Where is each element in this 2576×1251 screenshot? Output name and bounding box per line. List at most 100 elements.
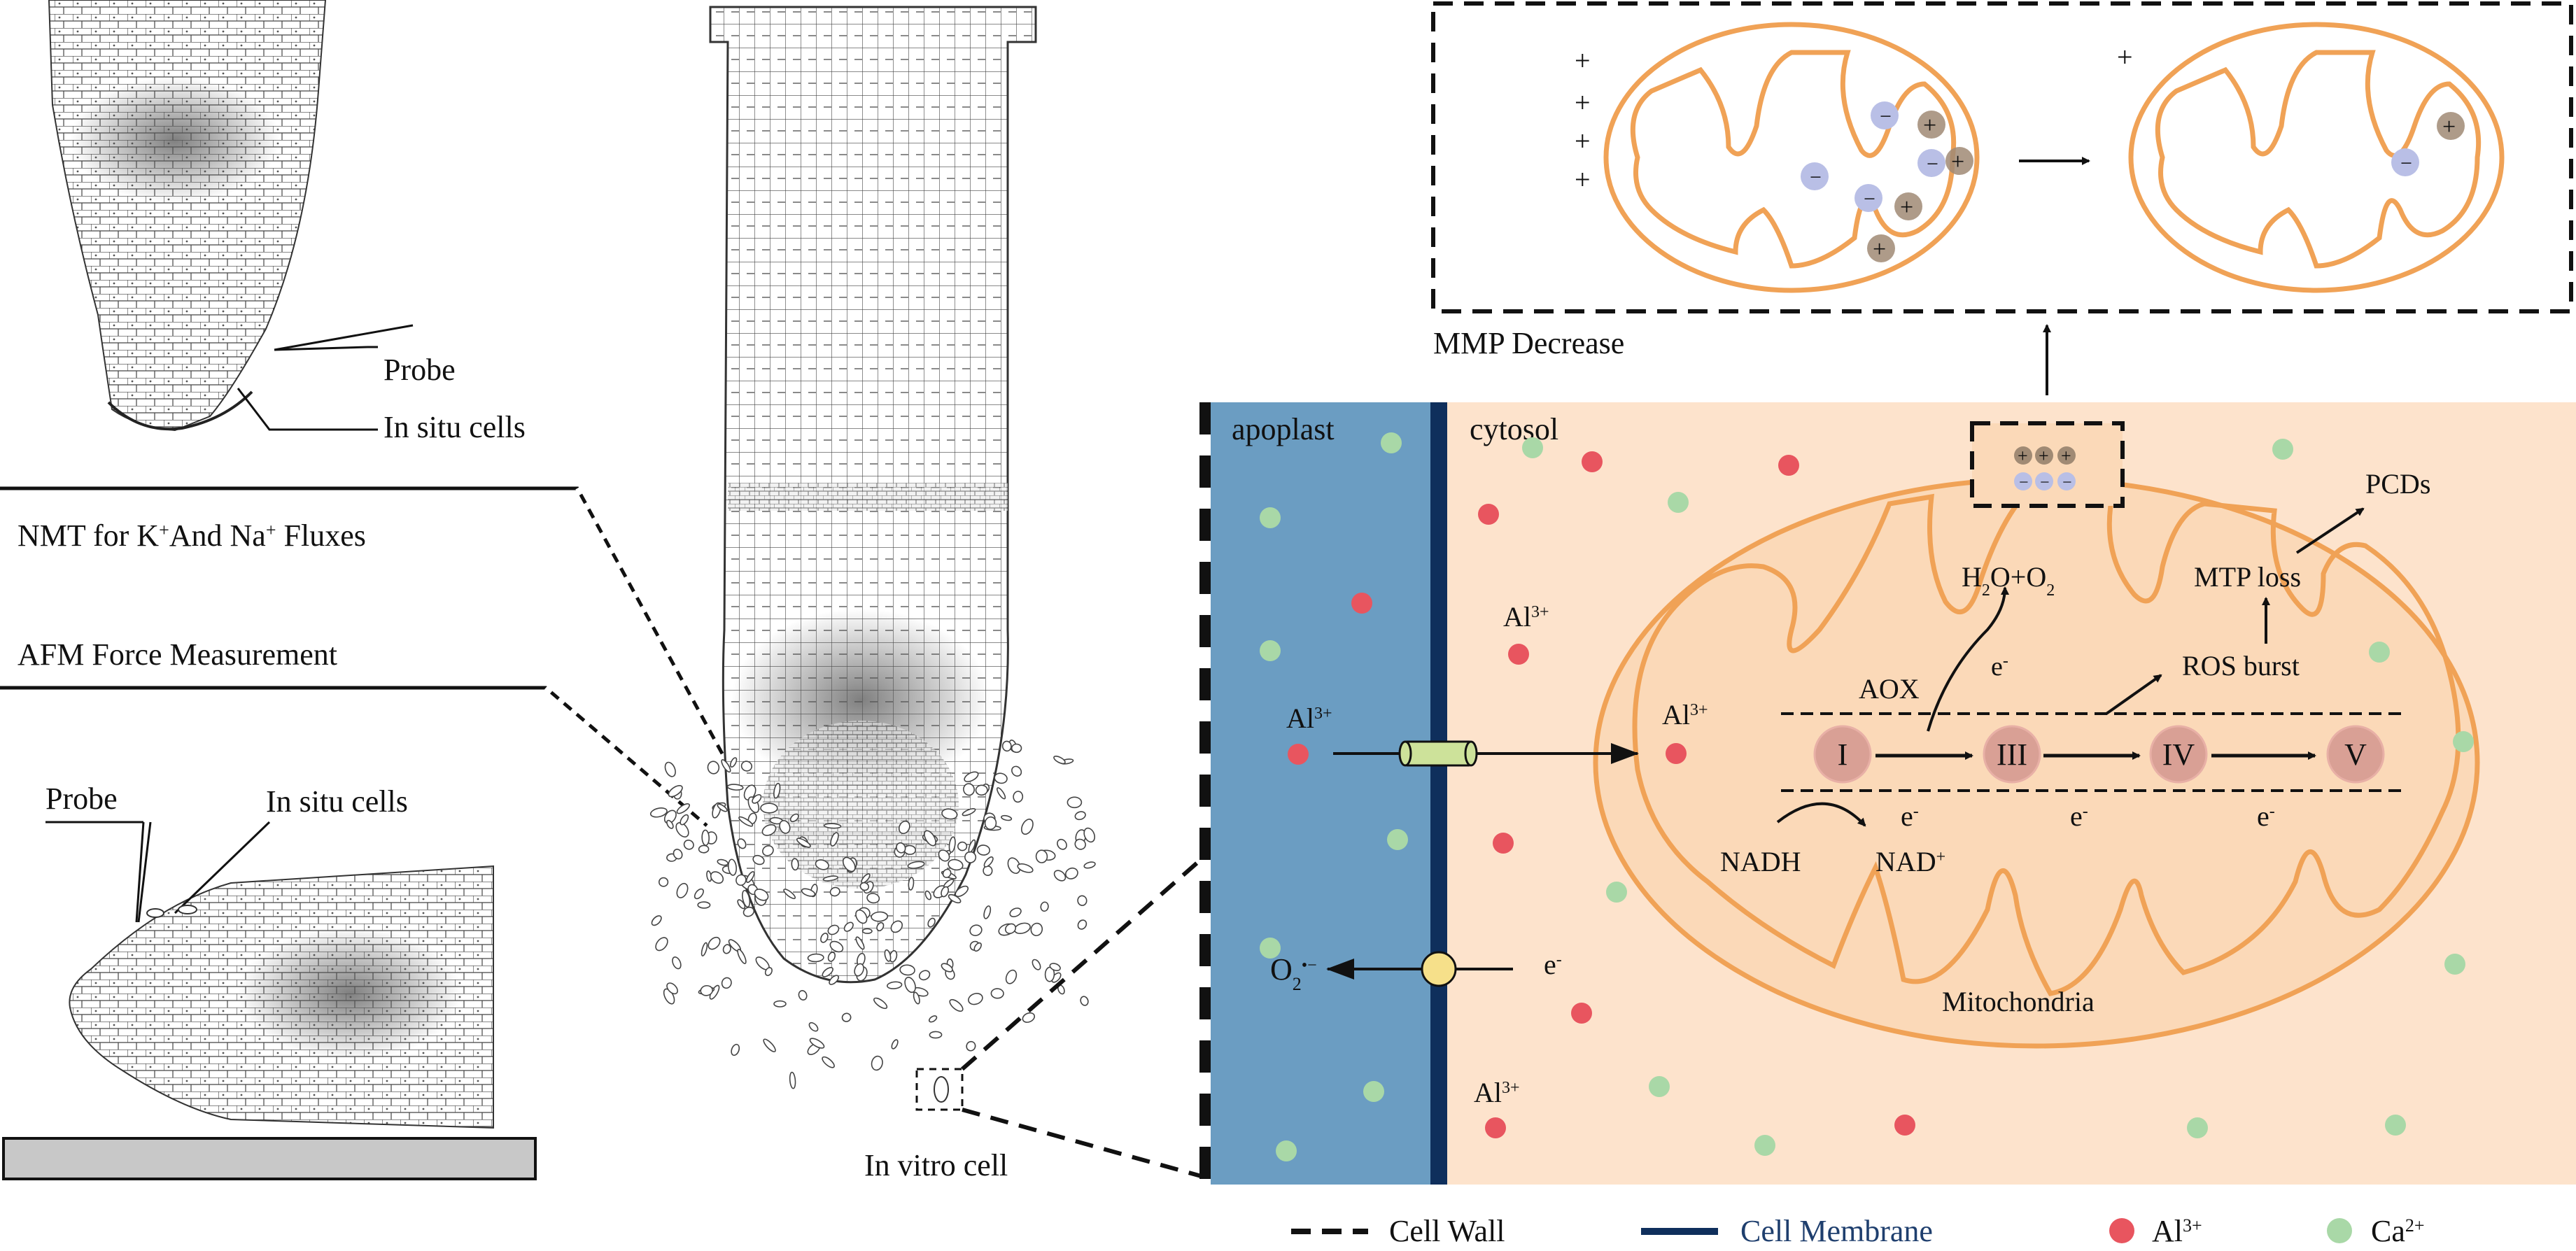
legend-cell-wall: Cell Wall bbox=[1291, 1214, 1505, 1248]
zoom-line-top bbox=[961, 855, 1205, 1071]
complex-III: III bbox=[1983, 725, 2041, 784]
border-cell bbox=[760, 803, 778, 814]
border-cell bbox=[907, 861, 925, 869]
al-ion-dot bbox=[1493, 833, 1514, 854]
apoplast-label: apoplast bbox=[1232, 412, 1335, 446]
border-cell bbox=[1083, 861, 1096, 869]
al-ion-dot bbox=[1351, 593, 1372, 614]
border-cell bbox=[736, 874, 747, 886]
border-cell bbox=[898, 820, 910, 835]
svg-text:−: − bbox=[2040, 474, 2050, 492]
border-cell bbox=[890, 920, 903, 933]
border-cell bbox=[683, 840, 694, 850]
svg-text:V: V bbox=[2344, 737, 2367, 772]
border-cell bbox=[873, 997, 888, 1010]
border-cell bbox=[859, 882, 870, 891]
border-cell bbox=[908, 877, 915, 891]
svg-text:+: + bbox=[1900, 195, 1913, 220]
border-cell bbox=[815, 859, 829, 870]
invitro-label: In vitro cell bbox=[864, 1148, 1008, 1182]
border-cell bbox=[975, 784, 988, 796]
border-cell bbox=[773, 1000, 787, 1008]
ca-ion-dot bbox=[2444, 954, 2465, 975]
border-cell bbox=[798, 990, 808, 1001]
border-cell bbox=[1083, 827, 1096, 843]
border-cell bbox=[871, 1055, 883, 1071]
top-root-tip-illustration bbox=[48, 0, 327, 432]
border-cell-scatter bbox=[649, 739, 1096, 1089]
border-cell bbox=[855, 936, 865, 950]
border-cell bbox=[1057, 838, 1067, 850]
ion-after-positive: + bbox=[2442, 114, 2456, 140]
border-cell bbox=[941, 963, 953, 973]
border-cell bbox=[773, 782, 781, 799]
border-cell bbox=[927, 917, 936, 928]
border-cell bbox=[761, 824, 777, 836]
mtp-loss-label: MTP loss bbox=[2194, 561, 2301, 593]
svg-text:+: + bbox=[2061, 446, 2071, 466]
border-cell bbox=[737, 838, 747, 849]
pcd-arrow bbox=[2295, 507, 2365, 554]
legend: Cell Wall Cell Membrane Al3+ Ca2+ bbox=[1291, 1214, 2425, 1248]
ca-ion-dot bbox=[1754, 1135, 1775, 1156]
nmt-label: NMT for K+And Na+ Fluxes bbox=[17, 518, 366, 553]
border-cell bbox=[822, 875, 838, 882]
border-cell bbox=[822, 967, 833, 977]
border-cell bbox=[983, 856, 994, 868]
border-cell bbox=[913, 991, 920, 1005]
border-cell bbox=[928, 1015, 938, 1023]
svg-text:Cell Membrane: Cell Membrane bbox=[1740, 1214, 1933, 1248]
ros-arrow bbox=[2105, 674, 2162, 715]
ca-ion-dot bbox=[1387, 829, 1408, 850]
complex-V: V bbox=[2326, 725, 2385, 784]
al-ion-dot bbox=[1778, 455, 1799, 476]
border-cell bbox=[966, 1040, 976, 1052]
left-panel: Probe In situ cells NMT for K+And Na+ Fl… bbox=[0, 0, 758, 1180]
border-cell bbox=[708, 936, 721, 950]
border-cell bbox=[791, 858, 799, 871]
border-cell bbox=[896, 842, 906, 854]
border-cell bbox=[841, 1012, 852, 1022]
al-channel bbox=[1398, 740, 1478, 767]
border-cell bbox=[1001, 740, 1012, 752]
border-cell bbox=[861, 928, 873, 934]
border-cell bbox=[1053, 755, 1066, 765]
ca-ion-dot bbox=[1260, 507, 1281, 528]
border-cell bbox=[710, 871, 724, 884]
bottom-probe-marker bbox=[45, 821, 271, 923]
ca-ion-dot bbox=[1276, 1140, 1297, 1161]
border-cell bbox=[824, 823, 842, 829]
border-cell bbox=[891, 1039, 899, 1049]
border-cell bbox=[742, 889, 751, 908]
svg-text:NMT for K+And Na+ Fluxes: NMT for K+And Na+ Fluxes bbox=[17, 518, 366, 553]
ca-ion-dot bbox=[1649, 1076, 1670, 1097]
superoxide-label: O2•− bbox=[1270, 952, 1317, 994]
border-cell bbox=[1074, 811, 1086, 821]
complex-I: I bbox=[1813, 725, 1872, 784]
al-label-cytosol-1: Al3+ bbox=[1503, 601, 1549, 632]
legend-al: Al3+ bbox=[2109, 1214, 2202, 1248]
border-cell bbox=[680, 814, 689, 826]
ion-after-negative: − bbox=[2400, 152, 2412, 175]
border-cell bbox=[994, 772, 1008, 784]
border-cell bbox=[698, 844, 710, 854]
al-ion-dot bbox=[1478, 504, 1499, 525]
border-cell bbox=[1065, 867, 1078, 879]
border-cell bbox=[729, 757, 738, 768]
svg-text:−: − bbox=[1864, 188, 1875, 211]
border-cell bbox=[957, 841, 968, 851]
border-cell bbox=[924, 830, 936, 847]
ca-ion-dot bbox=[1260, 640, 1281, 661]
al-label-cytosol-2: Al3+ bbox=[1662, 699, 1708, 730]
border-cell bbox=[789, 1071, 796, 1089]
border-cell bbox=[938, 849, 950, 862]
border-cell bbox=[887, 981, 903, 989]
al-ion-dot bbox=[1288, 744, 1309, 765]
aox-arrow bbox=[1927, 586, 2009, 732]
border-cell bbox=[752, 794, 762, 804]
border-cell bbox=[655, 937, 668, 952]
border-cell bbox=[697, 901, 711, 909]
border-cell bbox=[752, 854, 765, 865]
svg-text:IV: IV bbox=[2162, 737, 2195, 772]
invitro-cell-marker bbox=[915, 1068, 964, 1111]
